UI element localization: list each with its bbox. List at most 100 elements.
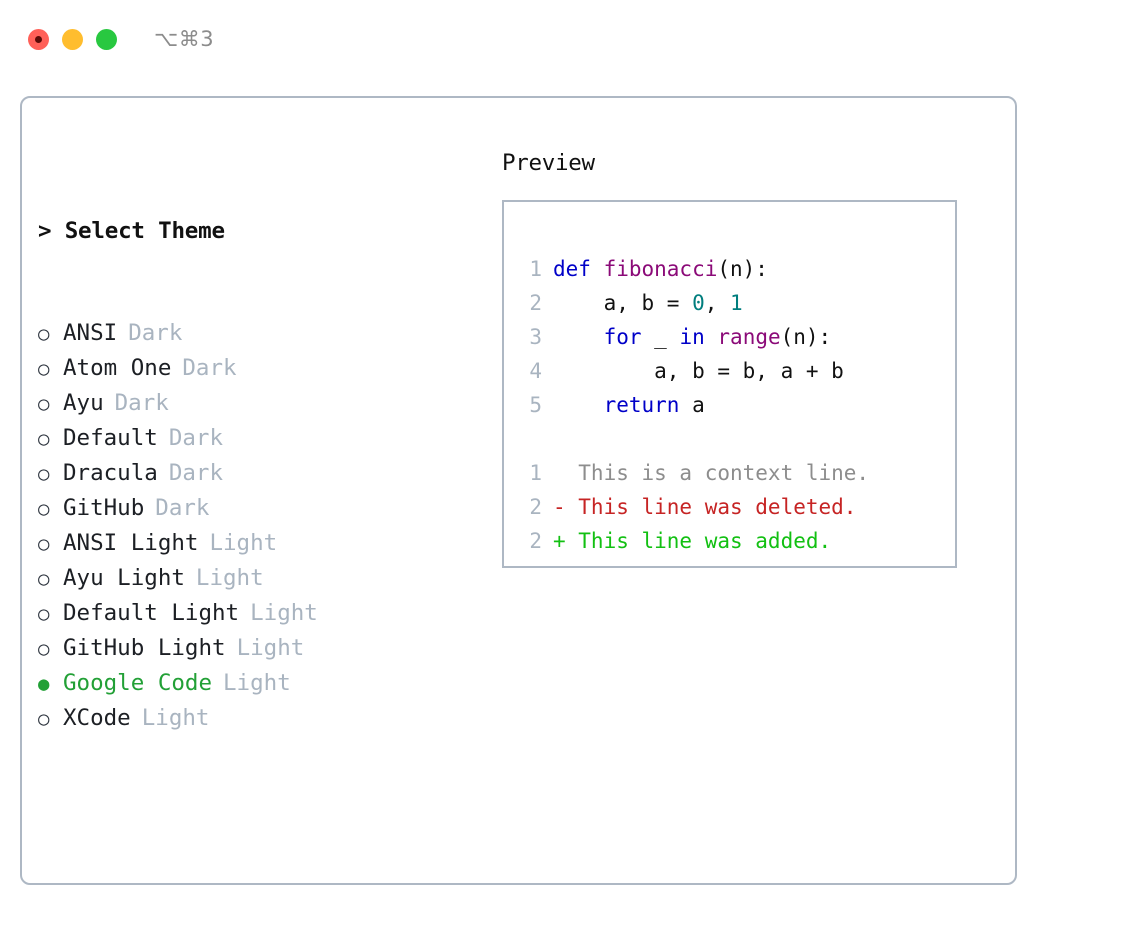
- theme-name-label: XCode: [63, 705, 131, 731]
- radio-unselected-icon[interactable]: ○: [38, 603, 50, 625]
- radio-unselected-icon[interactable]: ○: [38, 533, 50, 555]
- code-line: 2 a, b = 0, 1: [518, 286, 955, 320]
- code-token-pl: ,: [704, 291, 731, 315]
- code-token-fn: fibonacci: [603, 257, 718, 281]
- theme-list-item[interactable]: ○ GitHub Dark: [38, 491, 488, 526]
- maximize-button[interactable]: [96, 28, 117, 50]
- traffic-light-buttons: [28, 28, 117, 50]
- code-token-num: 1: [730, 291, 743, 315]
- line-number: 5: [529, 393, 542, 417]
- line-number: 2: [529, 291, 542, 315]
- theme-list-item[interactable]: ○ ANSI Dark: [38, 316, 488, 351]
- theme-name-label: Ayu Light: [63, 565, 185, 591]
- code-line-text: return a: [553, 388, 705, 422]
- theme-variant-label: Dark: [155, 495, 210, 521]
- code-token-kw: for: [603, 325, 642, 349]
- code-token-kw: return: [603, 393, 680, 417]
- radio-unselected-icon[interactable]: ○: [38, 393, 50, 415]
- theme-name-label: ANSI: [63, 320, 118, 346]
- theme-variant-label: Dark: [114, 390, 169, 416]
- theme-name-label: Google Code: [63, 670, 213, 696]
- code-line-text: def fibonacci(n):: [553, 252, 768, 286]
- radio-unselected-icon[interactable]: ○: [38, 323, 50, 345]
- radio-selected-icon[interactable]: ●: [38, 673, 50, 695]
- code-token-pl: a, b = b, a + b: [553, 359, 844, 383]
- line-number: 2: [529, 529, 542, 553]
- theme-name-label: Atom One: [63, 355, 172, 381]
- code-token-pl: [705, 325, 718, 349]
- line-number: 1: [529, 461, 542, 485]
- code-token-pl: _: [641, 325, 680, 349]
- diff-line-text: - This line was deleted.: [553, 495, 857, 519]
- code-token-kw: def: [553, 257, 604, 281]
- theme-name-label: GitHub Light: [63, 635, 226, 661]
- diff-line: 2 - This line was deleted.: [518, 490, 955, 524]
- line-number: 4: [529, 359, 542, 383]
- theme-name-label: Ayu: [63, 390, 104, 416]
- radio-unselected-icon[interactable]: ○: [38, 708, 50, 730]
- theme-list-item[interactable]: ○ ANSI Light Light: [38, 526, 488, 561]
- theme-list-item[interactable]: ○ Ayu Dark: [38, 386, 488, 421]
- minimize-button[interactable]: [62, 28, 83, 50]
- theme-name-label: GitHub: [63, 495, 145, 521]
- window-titlebar: ⌥⌘3: [0, 0, 1140, 78]
- theme-variant-label: Dark: [128, 320, 183, 346]
- theme-list-item[interactable]: ○ XCode Light: [38, 701, 488, 736]
- theme-list-item[interactable]: ○ Atom One Dark: [38, 351, 488, 386]
- theme-name-label: ANSI Light: [63, 530, 199, 556]
- theme-picker-heading: > Select Theme: [38, 218, 225, 244]
- radio-unselected-icon[interactable]: ○: [38, 568, 50, 590]
- code-token-pl: [553, 325, 604, 349]
- keyboard-shortcut-label: ⌥⌘3: [154, 27, 215, 51]
- code-token-num: 0: [692, 291, 705, 315]
- code-line-text: a, b = b, a + b: [553, 354, 844, 388]
- theme-variant-label: Dark: [168, 460, 224, 486]
- theme-name-label: Default Light: [63, 600, 240, 626]
- preview-title: Preview: [502, 150, 595, 176]
- radio-unselected-icon[interactable]: ○: [38, 638, 50, 660]
- theme-variant-label: Light: [209, 530, 278, 556]
- code-line: 4 a, b = b, a + b: [518, 354, 955, 388]
- code-token-pl: (n):: [780, 325, 832, 349]
- theme-variant-label: Light: [223, 670, 291, 696]
- line-number: 3: [529, 325, 542, 349]
- radio-unselected-icon[interactable]: ○: [38, 428, 50, 450]
- code-line-text: a, b = 0, 1: [553, 286, 743, 320]
- code-token-fn: range: [717, 325, 781, 349]
- radio-unselected-icon[interactable]: ○: [38, 498, 50, 520]
- theme-variant-label: Light: [250, 600, 318, 626]
- code-token-pl: [553, 393, 604, 417]
- theme-variant-label: Dark: [182, 355, 237, 381]
- radio-unselected-icon[interactable]: ○: [38, 463, 50, 485]
- code-line: 3 for _ in range(n):: [518, 320, 955, 354]
- line-number: 1: [529, 257, 542, 281]
- radio-unselected-icon[interactable]: ○: [38, 358, 50, 380]
- diff-sample-block: 1 This is a context line. 2 - This line wa…: [518, 456, 955, 558]
- diff-line-text: This is a context line.: [553, 461, 870, 485]
- code-token-pl: a, b =: [553, 291, 693, 315]
- code-token-kw: in: [679, 325, 705, 349]
- code-line: 5 return a: [518, 388, 955, 422]
- theme-variant-label: Light: [141, 705, 210, 731]
- close-button[interactable]: [28, 28, 49, 50]
- theme-list-item[interactable]: ○ GitHub Light Light: [38, 631, 488, 666]
- theme-list-item[interactable]: ○ Default Light Light: [38, 596, 488, 631]
- diff-line-text: + This line was added.: [553, 529, 832, 553]
- code-diff-gap: [518, 422, 955, 456]
- theme-list-item[interactable]: ● Google Code Light: [38, 666, 488, 701]
- code-token-pl: (n):: [717, 257, 768, 281]
- code-line-text: for _ in range(n):: [553, 320, 832, 354]
- line-number: 2: [529, 495, 542, 519]
- theme-variant-label: Light: [236, 635, 305, 661]
- theme-name-label: Default: [63, 425, 158, 451]
